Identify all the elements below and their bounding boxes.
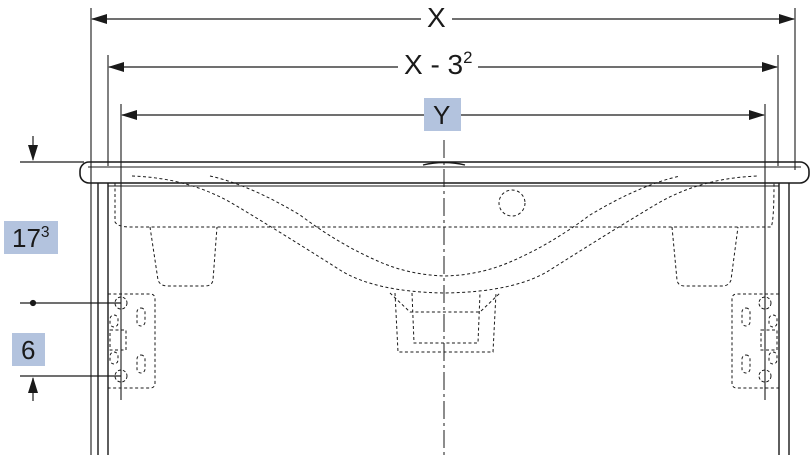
dim-label-x: X bbox=[421, 4, 452, 32]
top-offset-indicator bbox=[20, 136, 84, 163]
dim-label-y-text: Y bbox=[433, 100, 451, 130]
dim-label-y: Y bbox=[424, 98, 462, 131]
extension-lines bbox=[90, 8, 796, 455]
dim-label-x-text: X bbox=[427, 2, 446, 33]
dim-label-bracket-height: 6 bbox=[12, 333, 46, 366]
dim-label-x-minus-superscript: 2 bbox=[463, 48, 473, 68]
basin-hidden-lines bbox=[114, 175, 775, 353]
dim-label-top-offset-superscript: 3 bbox=[40, 223, 50, 241]
left-wall-bracket bbox=[108, 293, 156, 389]
right-bracket-holes bbox=[758, 296, 772, 383]
left-bracket-holes bbox=[114, 296, 128, 383]
bracket-height-indicator bbox=[20, 299, 121, 401]
right-wall-bracket bbox=[731, 293, 779, 389]
dim-label-x-minus-text: X - 3 bbox=[404, 49, 464, 80]
tap-hole-mark bbox=[422, 161, 466, 166]
dim-label-top-offset: 173 bbox=[4, 221, 58, 254]
dim-label-bracket-height-text: 6 bbox=[21, 335, 36, 365]
dim-label-top-offset-text: 17 bbox=[12, 223, 41, 253]
dim-label-x-minus: X - 32 bbox=[398, 48, 479, 80]
